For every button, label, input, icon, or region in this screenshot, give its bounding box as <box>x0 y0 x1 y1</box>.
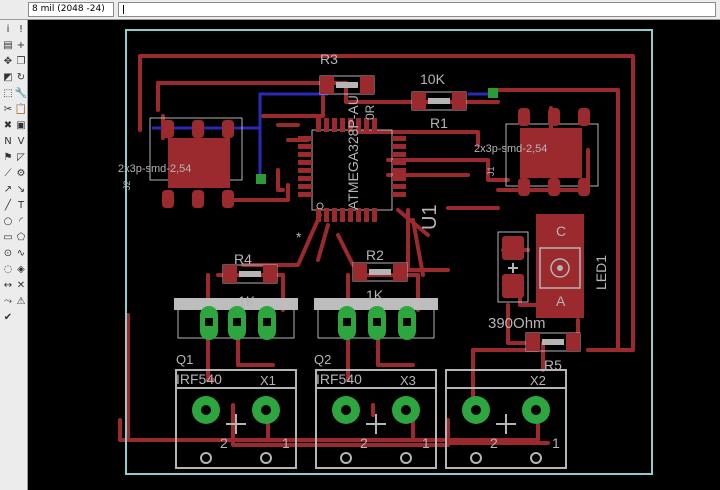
autorouter-icon[interactable]: ⤳ <box>4 296 12 307</box>
move-icon[interactable]: ✥ <box>3 56 13 67</box>
x3-pin1-label: 1 <box>422 435 430 451</box>
r3-value-label: 0R <box>363 104 377 120</box>
r2-resistor <box>352 262 408 282</box>
show-icon[interactable]: ! <box>18 24 23 35</box>
command-toolbar: 8 mil (2048 -24) <box>0 0 720 20</box>
mark-icon[interactable]: + <box>16 40 26 51</box>
q2-label: Q2 <box>314 352 331 367</box>
via-icon[interactable]: ⊙ <box>3 248 13 259</box>
r1-value-label: 10K <box>420 71 446 87</box>
x3-pin2-label: 2 <box>360 435 368 451</box>
circle-icon[interactable]: ○ <box>3 216 13 227</box>
group-icon[interactable]: ⬚ <box>3 88 13 99</box>
name-icon[interactable]: N <box>4 136 12 147</box>
drc-icon[interactable]: ✔ <box>3 312 13 323</box>
r3-label: R3 <box>320 51 338 67</box>
j2-connector <box>149 117 243 208</box>
r5-label: R5 <box>544 357 562 373</box>
erc-icon[interactable]: ⚠ <box>16 296 26 307</box>
x1-pin2-label: 2 <box>220 435 228 451</box>
x3-terminal <box>315 369 437 469</box>
led1-label: LED1 <box>593 255 609 290</box>
q2-transistor <box>314 298 438 340</box>
delete-icon[interactable]: ✖ <box>3 120 13 131</box>
display-layers-icon[interactable]: ▤ <box>3 40 13 51</box>
capacitor <box>497 231 529 303</box>
ratsnest-icon[interactable]: ✕ <box>16 280 26 291</box>
x3-label: X3 <box>400 373 416 388</box>
cut-icon[interactable]: ✂ <box>3 104 13 115</box>
coordinate-readout: 8 mil (2048 -24) <box>28 2 114 17</box>
text-cursor <box>123 5 124 14</box>
split-icon[interactable]: ⟋ <box>4 168 12 179</box>
route-icon[interactable]: ↗ <box>3 184 13 195</box>
change-icon[interactable]: 🔧 <box>14 88 28 99</box>
atmega-label: ATMEGA328P-AU <box>345 95 361 210</box>
r2-value-label: 1K <box>366 287 384 303</box>
x2-label: X2 <box>530 373 546 388</box>
r5-value-label: 390Ohm <box>488 315 546 332</box>
led1 <box>536 214 584 318</box>
x1-pin1-label: 1 <box>282 435 290 451</box>
miter-icon[interactable]: ◸ <box>17 152 25 163</box>
attribute-icon[interactable]: ◈ <box>17 264 25 275</box>
polygon-icon[interactable]: ⬠ <box>16 232 26 243</box>
r4-value-label: 1K <box>238 293 256 309</box>
rotate-icon[interactable]: ↻ <box>16 72 26 83</box>
text-icon[interactable]: T <box>17 200 25 211</box>
r4-label: R4 <box>234 251 252 267</box>
ripup-icon[interactable]: ↘ <box>16 184 26 195</box>
x1-terminal <box>175 369 297 469</box>
mirror-icon[interactable]: ◩ <box>3 72 13 83</box>
r1-resistor <box>411 91 467 111</box>
copy-icon[interactable]: ❐ <box>16 56 26 67</box>
j1-connector <box>505 108 599 196</box>
signal-icon[interactable]: ∿ <box>16 248 26 259</box>
info-icon[interactable]: i <box>6 24 10 35</box>
arc-icon[interactable]: ◜ <box>19 216 23 227</box>
add-icon[interactable]: ▣ <box>16 120 26 131</box>
x2-pin2-label: 2 <box>490 435 498 451</box>
r3-resistor <box>319 75 375 95</box>
r2-label: R2 <box>366 247 384 263</box>
r5-resistor <box>525 332 581 352</box>
x2-pin1-label: 1 <box>552 435 560 451</box>
r1-label: R1 <box>430 115 448 131</box>
q2-value-label: IRF540 <box>316 371 362 387</box>
j2-package-label: 2x3p-smd-2,54 <box>118 163 191 175</box>
j1-label: J1 <box>486 166 496 176</box>
q1-transistor <box>174 298 298 340</box>
wire-icon[interactable]: ╱ <box>4 200 12 211</box>
value-icon[interactable]: V <box>17 136 25 147</box>
smash-icon[interactable]: ⚑ <box>3 152 13 163</box>
q1-label: Q1 <box>176 352 193 367</box>
command-line-input[interactable] <box>118 2 716 17</box>
atmega-chip <box>298 118 406 222</box>
paste-icon[interactable]: 📋 <box>14 104 28 115</box>
j2-label: J2 <box>122 180 132 190</box>
x1-label: X1 <box>260 373 276 388</box>
optimize-icon[interactable]: ⚙ <box>16 168 26 179</box>
hole-icon[interactable]: ◌ <box>3 264 13 275</box>
rect-icon[interactable]: ▭ <box>3 232 13 243</box>
c-label: C <box>556 223 566 239</box>
q1-value-label: IRF540 <box>176 371 222 387</box>
x2-terminal <box>445 369 567 469</box>
dimension-icon[interactable]: ↔ <box>3 280 13 291</box>
j1-package-label: 2x3p-smd-2,54 <box>474 143 547 155</box>
a-label: A <box>556 293 566 309</box>
pin1-marker: * <box>296 229 302 245</box>
r4-resistor <box>222 264 278 284</box>
u1-label: U1 <box>419 204 441 230</box>
